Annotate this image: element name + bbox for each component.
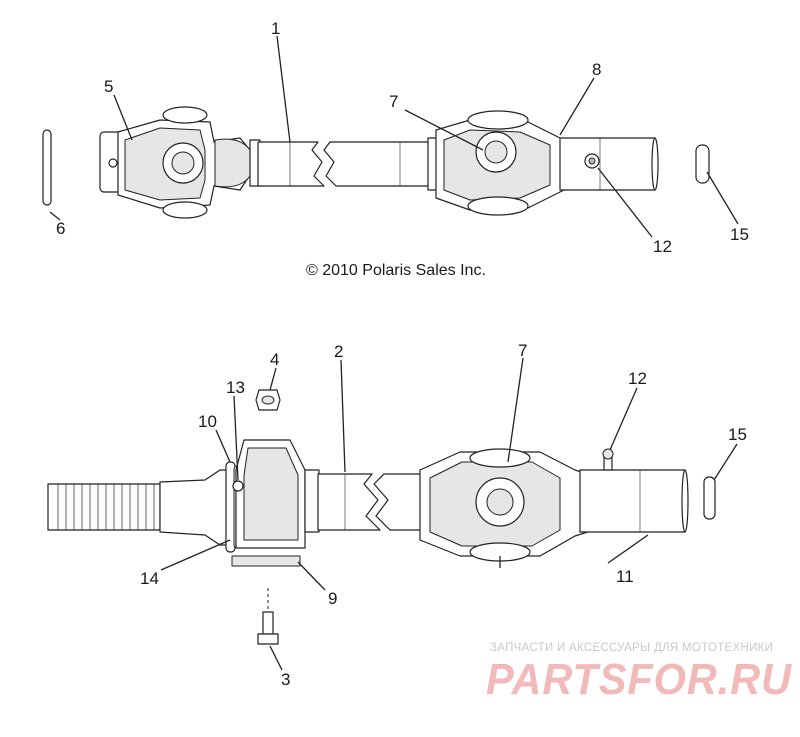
callout-1: 1 bbox=[271, 19, 280, 38]
part-15-retaining-ring-bottom bbox=[703, 476, 716, 520]
part-5-u-joint-yoke-left bbox=[99, 106, 251, 219]
copyright-notice: © 2010 Polaris Sales Inc. bbox=[306, 262, 486, 279]
part-11-slip-yoke bbox=[579, 469, 689, 533]
part-3-bolt bbox=[257, 588, 279, 645]
bottom-driveshaft-assembly: 2 3 4 7 9 10 11 12 13 14 15 bbox=[47, 341, 747, 689]
part-9-carrier-bearing bbox=[231, 439, 306, 567]
part-2-driveshaft-tube bbox=[304, 469, 423, 533]
part-7-u-joint-cross-bottom bbox=[419, 448, 601, 568]
part-7-u-joint-cross-top bbox=[427, 110, 586, 216]
callout-12: 12 bbox=[628, 369, 647, 388]
part-12-grease-fitting-top bbox=[584, 153, 600, 169]
callout-11: 11 bbox=[616, 567, 634, 586]
callout-7: 7 bbox=[389, 92, 398, 111]
callout-7: 7 bbox=[518, 341, 527, 360]
top-driveshaft-assembly: 1 5 6 7 8 12 15 bbox=[42, 19, 749, 256]
callout-3: 3 bbox=[281, 670, 290, 689]
callout-12: 12 bbox=[653, 237, 672, 256]
part-8-slip-yoke-top bbox=[559, 137, 659, 191]
part-1-driveshaft-tube bbox=[249, 139, 431, 187]
callout-6: 6 bbox=[56, 219, 65, 238]
callout-4: 4 bbox=[270, 350, 279, 369]
part-15-retaining-ring-top bbox=[695, 144, 710, 184]
watermark-logo: PARTSFOR.RU bbox=[486, 655, 792, 704]
callout-13: 13 bbox=[226, 378, 245, 397]
watermark: ЗАПЧАСТИ И АКСЕССУАРЫ ДЛЯ МОТОТЕХНИКИ PA… bbox=[486, 642, 792, 704]
callout-2: 2 bbox=[334, 342, 343, 361]
callout-10: 10 bbox=[198, 412, 217, 431]
callout-8: 8 bbox=[592, 60, 601, 79]
part-12-grease-fitting-bottom bbox=[602, 448, 614, 471]
watermark-caption: ЗАПЧАСТИ И АКСЕССУАРЫ ДЛЯ МОТОТЕХНИКИ bbox=[490, 642, 773, 654]
splined-stub-shaft bbox=[47, 469, 233, 546]
part-4-nut bbox=[255, 389, 281, 411]
callout-15: 15 bbox=[730, 225, 749, 244]
part-6-retaining-ring bbox=[42, 129, 52, 206]
callout-9: 9 bbox=[328, 589, 337, 608]
callout-14: 14 bbox=[140, 569, 159, 588]
callout-15: 15 bbox=[728, 425, 747, 444]
callout-5: 5 bbox=[104, 77, 113, 96]
